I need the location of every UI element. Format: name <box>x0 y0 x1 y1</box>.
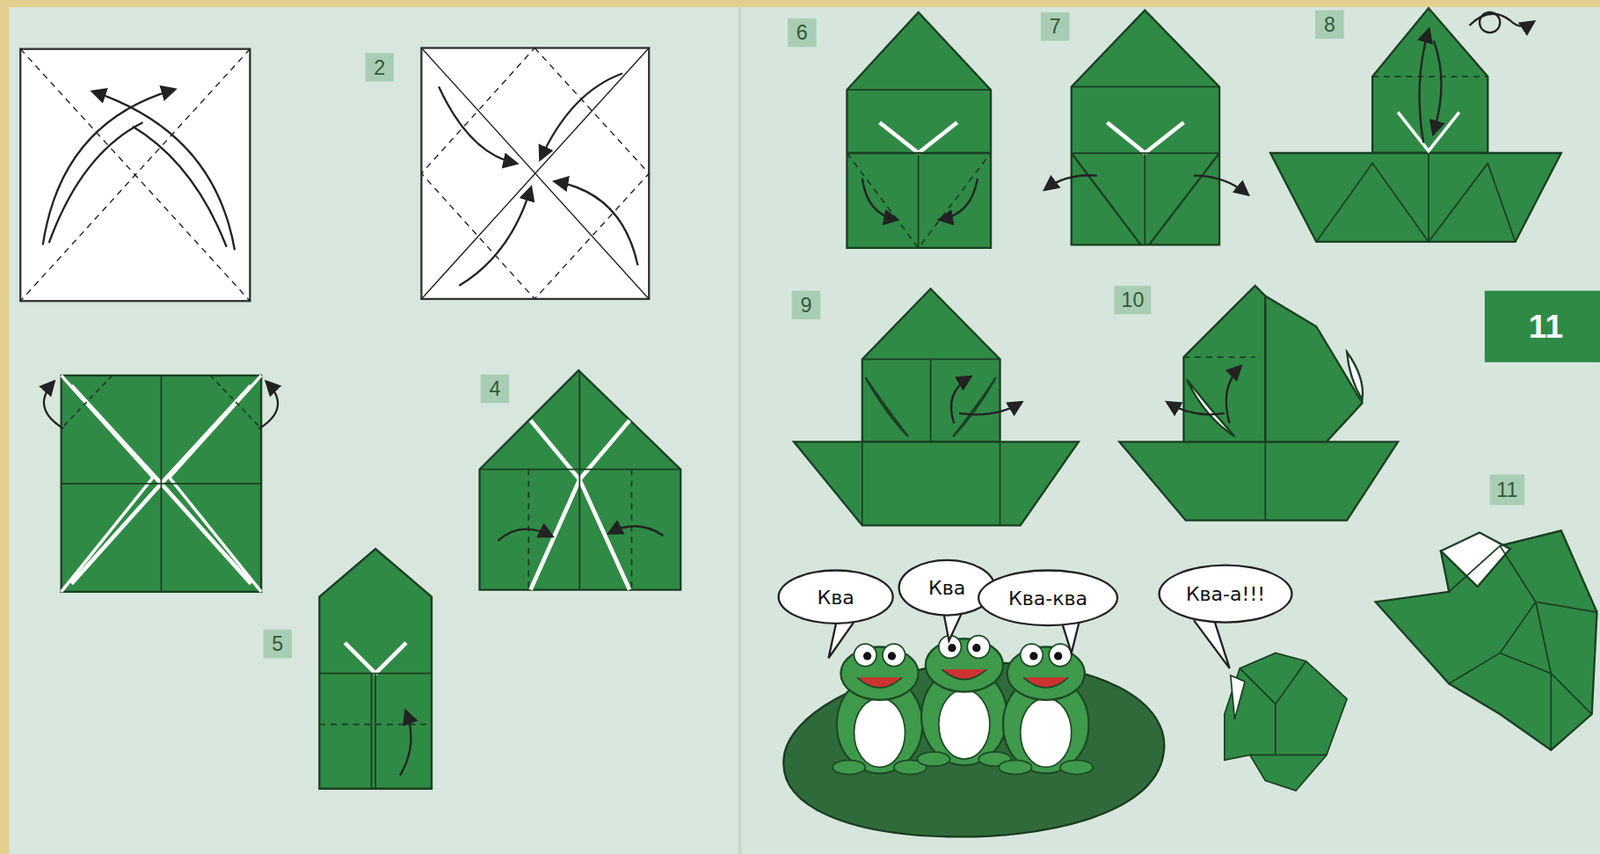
step-number: 10 <box>1113 285 1151 314</box>
step-number: 9 <box>792 290 821 320</box>
step-number: 5 <box>262 629 291 658</box>
speech-text: Ква <box>817 585 855 609</box>
speech-bubble: Ква-ква <box>977 568 1119 626</box>
step-number: 6 <box>787 18 816 47</box>
step-number: 2 <box>365 52 394 81</box>
speech-text: Ква <box>928 575 966 599</box>
speech-bubble: Ква-а!!! <box>1157 564 1293 624</box>
speech-text: Ква-ква <box>1008 586 1088 610</box>
step-number: 8 <box>1315 10 1344 39</box>
step-number: 7 <box>1040 12 1070 41</box>
speech-text: Ква-а!!! <box>1185 581 1266 605</box>
step-number: 4 <box>480 374 510 403</box>
step-number: 11 <box>1510 303 1582 350</box>
step-number: 11 <box>1490 473 1525 505</box>
speech-bubble: Ква <box>777 568 894 625</box>
